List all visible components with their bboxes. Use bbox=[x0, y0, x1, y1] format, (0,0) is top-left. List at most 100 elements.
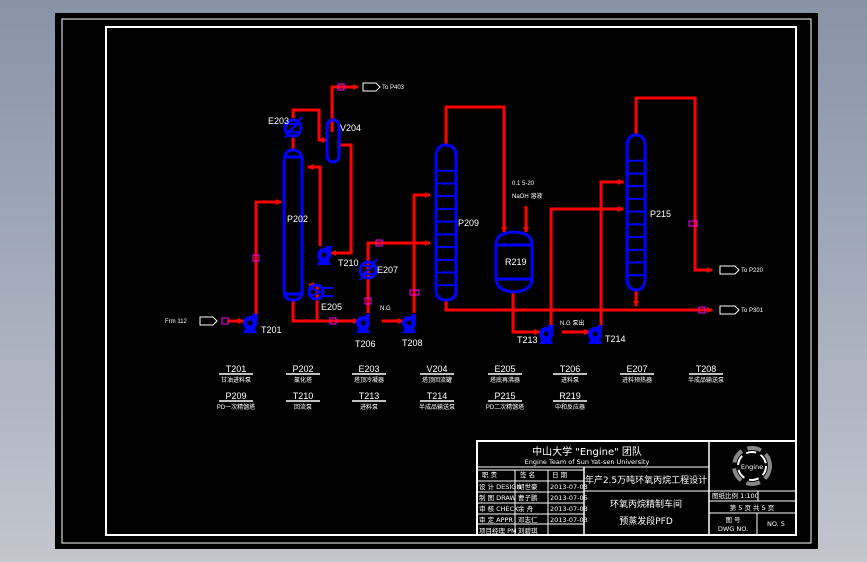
pipe-t208-p209 bbox=[412, 192, 431, 313]
label-t213-note: N.G 泵出 bbox=[560, 319, 584, 327]
drawing-no: NO. 5 bbox=[767, 520, 785, 528]
legend-desc: 塔顶回流罐 bbox=[422, 376, 452, 384]
pump-t206-icon bbox=[356, 314, 370, 333]
label-e203: E203 bbox=[268, 116, 289, 126]
instrument-tag bbox=[698, 306, 706, 314]
p202-column bbox=[282, 148, 304, 302]
sheet-number: 第 5 页 共 5 页 bbox=[730, 503, 775, 512]
offpage-to-301 bbox=[719, 305, 740, 315]
pipe-p215-top bbox=[634, 96, 713, 273]
legend-tag: T201 bbox=[226, 364, 247, 374]
legend-desc: 进料泵 bbox=[561, 376, 579, 384]
legend-item: T206 进料泵 bbox=[553, 364, 587, 384]
signoff-cell: 2013-07-03 bbox=[550, 516, 588, 524]
legend-tag: T206 bbox=[560, 364, 581, 374]
label-to-301: To P301 bbox=[741, 308, 764, 314]
instrument-tags bbox=[221, 83, 706, 325]
offpage-to-220 bbox=[719, 265, 740, 275]
legend-tag: T214 bbox=[427, 391, 448, 401]
legend-tag: R219 bbox=[559, 391, 581, 401]
p209-column bbox=[434, 143, 458, 302]
team-english: Engine Team of Sun Yat-sen University bbox=[525, 458, 650, 466]
legend-desc: 中和反应器 bbox=[555, 403, 585, 411]
legend-desc: 进料预热器 bbox=[622, 376, 652, 384]
outer-border bbox=[61, 18, 812, 544]
signoff-cell: 邓志仁 bbox=[518, 515, 538, 524]
drawing-title-1: 环氧丙烷精制车间 bbox=[610, 498, 682, 510]
equipment bbox=[282, 116, 647, 302]
legend-desc: 氯化塔 bbox=[294, 376, 312, 384]
label-t206: T206 bbox=[355, 339, 376, 349]
instrument-tag bbox=[409, 289, 420, 296]
equipment-legend: T201甘油进料泵P202氯化塔E203塔顶冷凝器V204塔顶回流罐E205塔底… bbox=[217, 364, 724, 411]
label-t206-note: N.G bbox=[380, 306, 391, 312]
legend-tag: P209 bbox=[225, 391, 246, 401]
offpage-to-403 bbox=[362, 82, 381, 92]
signoff-cell: 审 核 CHECK bbox=[479, 504, 519, 513]
label-naoh-conc: 0.1 5-20 bbox=[512, 181, 535, 187]
label-v204: V204 bbox=[340, 123, 361, 133]
inner-border bbox=[105, 26, 797, 536]
instrument-tag bbox=[252, 254, 260, 262]
legend-desc: 甘油进料泵 bbox=[221, 376, 251, 384]
e203-exchanger bbox=[283, 118, 303, 138]
header-role: 职 责 bbox=[482, 470, 498, 479]
legend-desc: 塔底再沸器 bbox=[490, 376, 520, 384]
pipe-r219-t213 bbox=[511, 292, 540, 335]
label-t214: T214 bbox=[605, 334, 626, 344]
label-p215: P215 bbox=[650, 209, 671, 219]
pipe-e203-v204 bbox=[291, 108, 328, 143]
signoff-cell: 胡世豪 bbox=[518, 482, 538, 491]
legend-item: V204 塔顶回流罐 bbox=[420, 364, 454, 384]
instrument-tag bbox=[221, 317, 229, 325]
title-block bbox=[476, 440, 797, 536]
legend-tag: E203 bbox=[358, 364, 379, 374]
pump-t214-icon bbox=[588, 325, 602, 344]
legend-item: T210 回流泵 bbox=[286, 391, 320, 411]
label-p202: P202 bbox=[287, 214, 308, 224]
label-to-403: To P403 bbox=[382, 85, 405, 91]
pipe-t214-p215 bbox=[599, 179, 624, 325]
column-trays bbox=[436, 159, 645, 287]
drawing-no-label: 图 号 bbox=[725, 516, 741, 524]
logo-text: Engine bbox=[741, 463, 763, 471]
pipe-t206-p209 bbox=[366, 240, 431, 313]
legend-desc: 塔顶冷凝器 bbox=[354, 376, 384, 384]
label-from-112: Frm 112 bbox=[165, 319, 188, 325]
pump-t210-icon bbox=[317, 246, 331, 265]
legend-desc: 回流泵 bbox=[294, 403, 312, 411]
instrument-tag bbox=[329, 317, 337, 325]
p215-column bbox=[625, 133, 647, 292]
pump-t201-icon bbox=[243, 314, 257, 333]
signoff-cell: 刘碧琪 bbox=[518, 526, 538, 535]
signoff-cell: 2013-07-03 bbox=[550, 505, 588, 513]
legend-tag: T210 bbox=[293, 391, 314, 401]
legend-desc: PD二次精馏塔 bbox=[486, 403, 524, 411]
label-t208: T208 bbox=[402, 338, 423, 348]
team-name: 中山大学 "Engine" 团队 bbox=[532, 445, 642, 458]
label-e205: E205 bbox=[321, 302, 342, 312]
drawing-title-2: 预蒸发段PFD bbox=[619, 515, 673, 527]
project-title: 年产2.5万吨环氧丙烷工程设计 bbox=[585, 474, 707, 486]
legend-desc: PD一次精馏塔 bbox=[217, 403, 255, 411]
signoff-cell: 项目经理 PM bbox=[479, 526, 517, 535]
legend-tag: V204 bbox=[426, 364, 447, 374]
pump-t213-icon bbox=[539, 325, 553, 344]
label-to-220: To P220 bbox=[741, 268, 764, 274]
legend-tag: P215 bbox=[494, 391, 515, 401]
v204-drum bbox=[325, 118, 341, 164]
label-naoh: NaOH 溶液 bbox=[512, 192, 542, 200]
e205-exchanger bbox=[307, 283, 325, 301]
